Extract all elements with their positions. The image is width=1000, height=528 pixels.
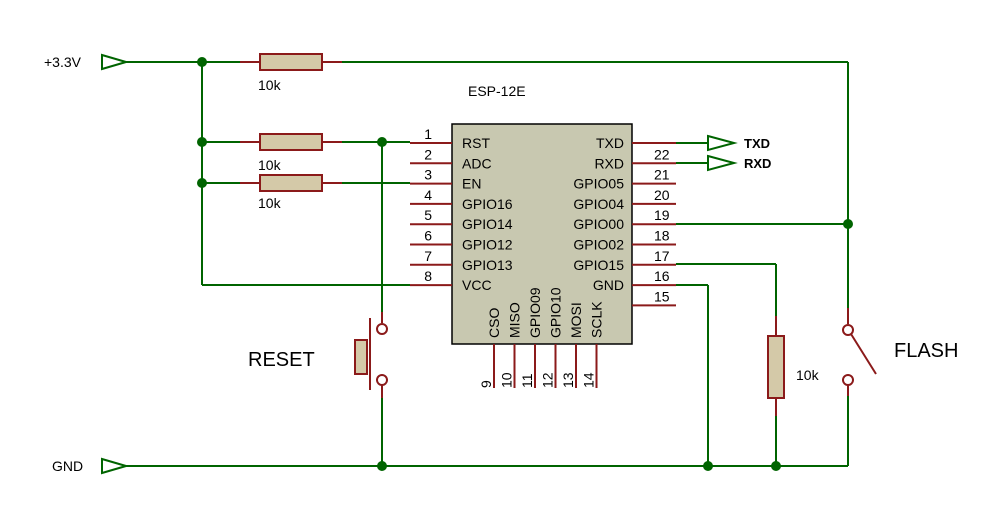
vcc-terminal: +3.3V xyxy=(44,53,130,71)
pin-number: 13 xyxy=(560,372,576,388)
resistor-r1-value: 10k xyxy=(258,77,282,93)
pin-number: 2 xyxy=(424,146,432,162)
pin-number: 21 xyxy=(654,167,670,183)
resistor-r1: 10k xyxy=(240,53,342,93)
pin-number: 3 xyxy=(424,167,432,183)
pin-number: 15 xyxy=(654,288,670,304)
pin-name: GPIO12 xyxy=(462,237,513,253)
pin-number: 16 xyxy=(654,268,670,284)
pin-name: GPIO15 xyxy=(573,257,624,273)
pin-number: 17 xyxy=(654,248,670,264)
pin-number: 7 xyxy=(424,248,432,264)
pin-number: 6 xyxy=(424,228,432,244)
pin-name: TXD xyxy=(596,135,624,151)
reset-switch: RESET xyxy=(248,312,388,398)
pin-number: 1 xyxy=(424,126,432,142)
wires xyxy=(126,61,849,467)
pin-number: 18 xyxy=(654,228,670,244)
pin-name: MISO xyxy=(507,302,523,338)
pin-number: 4 xyxy=(424,187,432,203)
pin-number: 9 xyxy=(478,380,494,388)
reset-label: RESET xyxy=(248,349,315,371)
gnd-terminal: GND xyxy=(52,457,130,475)
pin-name: CSO xyxy=(486,308,502,338)
pin-name: RXD xyxy=(594,155,624,171)
pin-name: GPIO05 xyxy=(573,176,624,192)
txd-terminal: TXD xyxy=(707,134,770,152)
pin-number: 8 xyxy=(424,268,432,284)
pin-number: 19 xyxy=(654,207,670,223)
txd-label: TXD xyxy=(744,136,770,151)
pin-name: ADC xyxy=(462,155,492,171)
flash-switch: FLASH xyxy=(842,308,958,396)
pin-number: 5 xyxy=(424,207,432,223)
pin-name: GPIO02 xyxy=(573,237,624,253)
vcc-label: +3.3V xyxy=(44,54,82,70)
pin-name: GPIO09 xyxy=(527,287,543,338)
pin-name: GPIO10 xyxy=(548,287,564,338)
pin-name: GND xyxy=(593,277,624,293)
pin-name: VCC xyxy=(462,277,492,293)
pin-name: GPIO14 xyxy=(462,216,513,232)
pin-number: 11 xyxy=(519,373,535,388)
esp-chip: ESP-12E xyxy=(451,83,633,345)
flash-label: FLASH xyxy=(894,340,958,362)
pin-name: SCLK xyxy=(589,301,605,338)
junctions xyxy=(197,57,853,471)
resistor-r4-value: 10k xyxy=(796,367,820,383)
gnd-label: GND xyxy=(52,458,83,474)
pin-name: MOSI xyxy=(568,302,584,338)
resistor-r3-value: 10k xyxy=(258,195,282,211)
pin-name: GPIO04 xyxy=(573,196,624,212)
rxd-terminal: RXD xyxy=(707,154,771,172)
pin-number: 10 xyxy=(499,372,515,388)
pin-name: GPIO00 xyxy=(573,216,624,232)
rxd-label: RXD xyxy=(744,156,771,171)
chip-title: ESP-12E xyxy=(468,83,526,99)
pin-name: RST xyxy=(462,135,490,151)
pin-number: 14 xyxy=(581,372,597,388)
resistor-r2: 10k xyxy=(240,133,342,173)
pin-number: 20 xyxy=(654,187,670,203)
chip-bottom-pins: CSO 9 MISO 10 GPIO09 11 GPIO10 12 MOSI 13 SCLK 14 xyxy=(478,287,605,388)
resistor-r4: 10k xyxy=(767,316,820,416)
pin-number: 12 xyxy=(540,372,556,388)
resistor-r3: 10k xyxy=(240,174,342,211)
pin-number: 22 xyxy=(654,146,670,162)
pin-name: GPIO13 xyxy=(462,257,513,273)
pin-name: EN xyxy=(462,176,481,192)
resistor-r2-value: 10k xyxy=(258,157,282,173)
pin-name: GPIO16 xyxy=(462,196,513,212)
